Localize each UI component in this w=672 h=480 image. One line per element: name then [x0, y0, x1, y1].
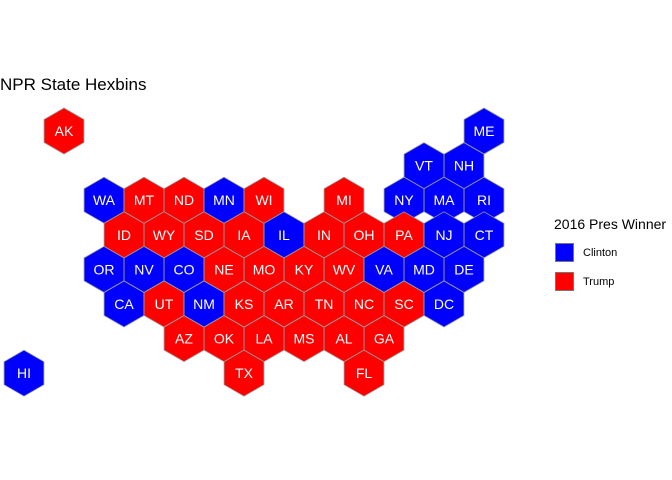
state-label: ID	[117, 227, 131, 243]
state-label: NE	[214, 261, 233, 277]
state-hex-dc: DC	[423, 280, 465, 328]
state-hex-az: AZ	[163, 315, 205, 363]
state-label: SC	[394, 296, 413, 312]
state-label: MD	[413, 261, 435, 277]
state-hex-ok: OK	[203, 315, 245, 363]
state-label: MA	[434, 192, 456, 208]
state-label: IL	[278, 227, 290, 243]
state-label: WV	[333, 261, 356, 277]
state-hex-oh: OH	[343, 211, 385, 259]
state-hex-tn: TN	[303, 280, 345, 328]
state-hex-nh: NH	[443, 142, 485, 190]
state-hex-shape	[343, 349, 385, 397]
state-label: CO	[174, 261, 195, 277]
state-label: TX	[235, 365, 254, 381]
state-hex-mn: MN	[203, 176, 245, 224]
legend-label-trump: Trump	[583, 275, 615, 288]
state-label: NJ	[435, 227, 452, 243]
state-label: NC	[354, 296, 374, 312]
state-hex-md: MD	[403, 245, 445, 293]
state-label: ME	[474, 123, 495, 139]
state-label: RI	[477, 192, 491, 208]
state-label: KS	[235, 296, 254, 312]
state-hex-nv: NV	[123, 245, 165, 293]
state-label: PA	[395, 227, 413, 243]
state-hex-ga: GA	[363, 315, 405, 363]
state-hex-sd: SD	[183, 211, 225, 259]
state-hex-ca: CA	[103, 280, 145, 328]
state-label: DC	[434, 296, 454, 312]
state-label: VA	[375, 261, 393, 277]
state-label: NV	[134, 261, 154, 277]
state-hex-mi: MI	[323, 176, 365, 224]
state-hex-shape	[3, 349, 45, 397]
state-hex-ms: MS	[283, 315, 325, 363]
state-hex-ri: RI	[463, 176, 505, 224]
state-label: TN	[315, 296, 334, 312]
state-label: MS	[294, 331, 315, 347]
state-label: KY	[295, 261, 314, 277]
state-hex-me: ME	[463, 107, 505, 155]
state-label: CA	[114, 296, 134, 312]
state-label: OK	[214, 331, 235, 347]
state-hex-shape	[43, 107, 85, 155]
state-hex-mt: MT	[123, 176, 165, 224]
state-hex-hi: HI	[3, 349, 45, 397]
state-label: MN	[213, 192, 235, 208]
state-hex-de: DE	[443, 245, 485, 293]
state-hex-nc: NC	[343, 280, 385, 328]
chart-title: NPR State Hexbins	[0, 75, 147, 94]
legend-key-trump	[555, 272, 574, 291]
state-hex-ma: MA	[423, 176, 465, 224]
state-label: NY	[394, 192, 414, 208]
state-label: ND	[174, 192, 194, 208]
state-label: AZ	[175, 331, 193, 347]
state-hex-wv: WV	[323, 245, 365, 293]
state-hex-wi: WI	[243, 176, 285, 224]
state-label: LA	[255, 331, 273, 347]
state-label: FL	[356, 365, 373, 381]
state-label: GA	[374, 331, 395, 347]
state-label: AR	[274, 296, 293, 312]
state-hex-shape	[223, 349, 265, 397]
legend-key-clinton	[555, 243, 574, 262]
legend-item-trump: Trump	[554, 267, 666, 296]
state-hex-fl: FL	[343, 349, 385, 397]
state-label: HI	[17, 365, 31, 381]
state-label: IN	[317, 227, 331, 243]
state-label: NM	[193, 296, 215, 312]
state-label: UT	[155, 296, 174, 312]
legend-title: 2016 Pres Winner	[554, 216, 667, 232]
state-label: WI	[255, 192, 272, 208]
state-hex-la: LA	[243, 315, 285, 363]
state-hex-shape	[423, 280, 465, 328]
state-hex-co: CO	[163, 245, 205, 293]
legend: 2016 Pres Winner Clinton Trump	[554, 216, 666, 296]
legend-item-clinton: Clinton	[554, 238, 666, 267]
state-label: WY	[153, 227, 176, 243]
state-label: VT	[415, 158, 433, 174]
state-label: OR	[94, 261, 115, 277]
state-label: AK	[55, 123, 74, 139]
state-hex-wa: WA	[83, 176, 125, 224]
state-label: MT	[134, 192, 155, 208]
state-label: OH	[354, 227, 375, 243]
state-hex-tx: TX	[223, 349, 265, 397]
state-hex-al: AL	[323, 315, 365, 363]
state-hex-ak: AK	[43, 107, 85, 155]
state-label: WA	[93, 192, 116, 208]
state-label: CT	[475, 227, 494, 243]
state-label: MO	[253, 261, 276, 277]
state-label: IA	[237, 227, 251, 243]
state-label: SD	[194, 227, 213, 243]
state-label: AL	[335, 331, 352, 347]
state-hex-in: IN	[303, 211, 345, 259]
state-hex-or: OR	[83, 245, 125, 293]
legend-label-clinton: Clinton	[583, 246, 618, 259]
state-label: MI	[336, 192, 352, 208]
state-label: DE	[454, 261, 473, 277]
state-label: NH	[454, 158, 474, 174]
